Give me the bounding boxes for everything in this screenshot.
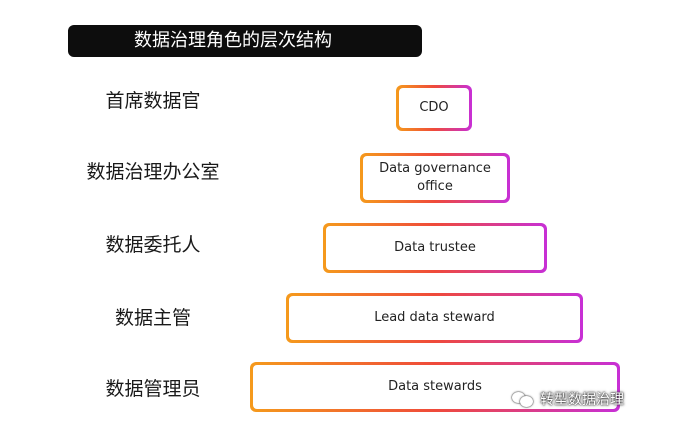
level-label-5: 数据管理员 — [105, 378, 201, 400]
level-label-1: 首席数据官 — [105, 90, 201, 112]
level-box-5: Data stewards — [250, 362, 620, 412]
level-box-3-text: Data trustee — [326, 226, 544, 270]
level-box-4-text: Lead data steward — [289, 296, 580, 340]
diagram-title: 数据治理角色的层次结构 — [68, 25, 422, 57]
wechat-icon — [512, 390, 534, 408]
level-label-3: 数据委托人 — [105, 234, 201, 256]
diagram-title-text: 数据治理角色的层次结构 — [134, 30, 332, 51]
watermark-text: 转型数据治理 — [540, 392, 624, 408]
level-box-2: Data governance office — [360, 153, 510, 203]
level-box-3: Data trustee — [323, 223, 547, 273]
level-box-5-text: Data stewards — [253, 365, 617, 409]
level-label-4: 数据主管 — [114, 307, 191, 329]
level-box-1: CDO — [396, 85, 472, 131]
level-box-4: Lead data steward — [286, 293, 583, 343]
level-label-2: 数据治理办公室 — [86, 161, 220, 183]
level-box-2-text: Data governance office — [363, 156, 507, 200]
level-box-1-text: CDO — [399, 88, 469, 128]
watermark: 转型数据治理 — [512, 388, 624, 410]
